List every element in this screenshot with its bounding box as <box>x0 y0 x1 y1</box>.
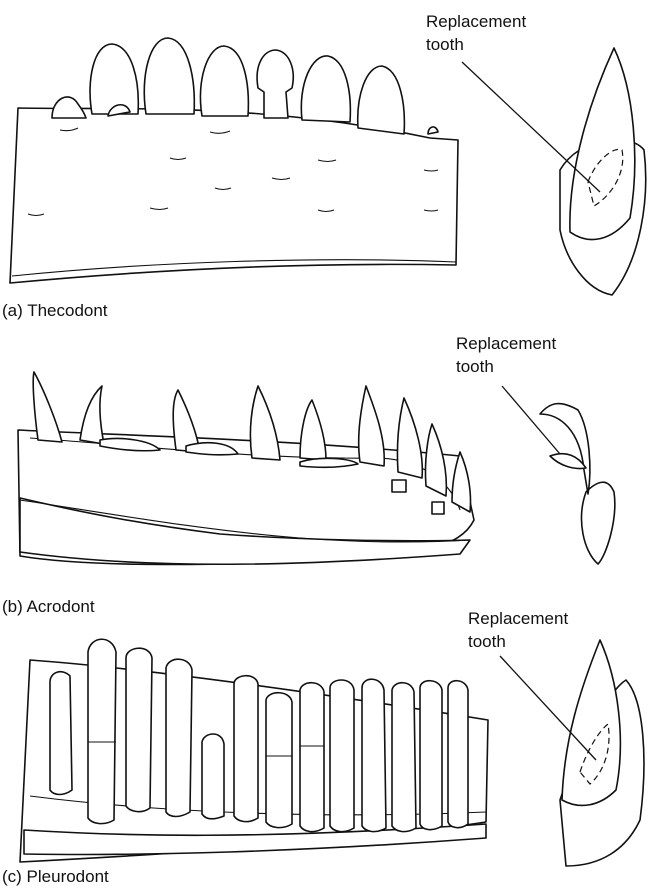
panel-caption: (c) Pleurodont <box>2 867 109 886</box>
jaw-bone <box>10 108 458 283</box>
callout-line-b <box>502 386 560 454</box>
panel-pleurodont: Replacement tooth (c) Pleurodont <box>2 609 644 886</box>
panel-caption: (b) Acrodont <box>2 597 95 616</box>
panel-acrodont: Replacement tooth (b) Acrodont <box>2 334 615 616</box>
pleurodont-replacement-illustration <box>560 640 644 866</box>
panel-caption: (a) Thecodont <box>2 301 108 320</box>
callout-label-line1: Replacement <box>468 609 568 628</box>
acrodont-replacement-illustration <box>540 404 615 564</box>
callout-label-line2: tooth <box>456 357 494 376</box>
callout-label-line1: Replacement <box>426 12 526 31</box>
callout-line-a <box>462 62 600 192</box>
panel-thecodont: Replacement tooth (a) Thecodont <box>2 12 646 320</box>
callout-label-line1: Replacement <box>456 334 556 353</box>
callout-label-line2: tooth <box>426 35 464 54</box>
thecodont-replacement-illustration <box>560 48 646 295</box>
callout-label-line2: tooth <box>468 632 506 651</box>
